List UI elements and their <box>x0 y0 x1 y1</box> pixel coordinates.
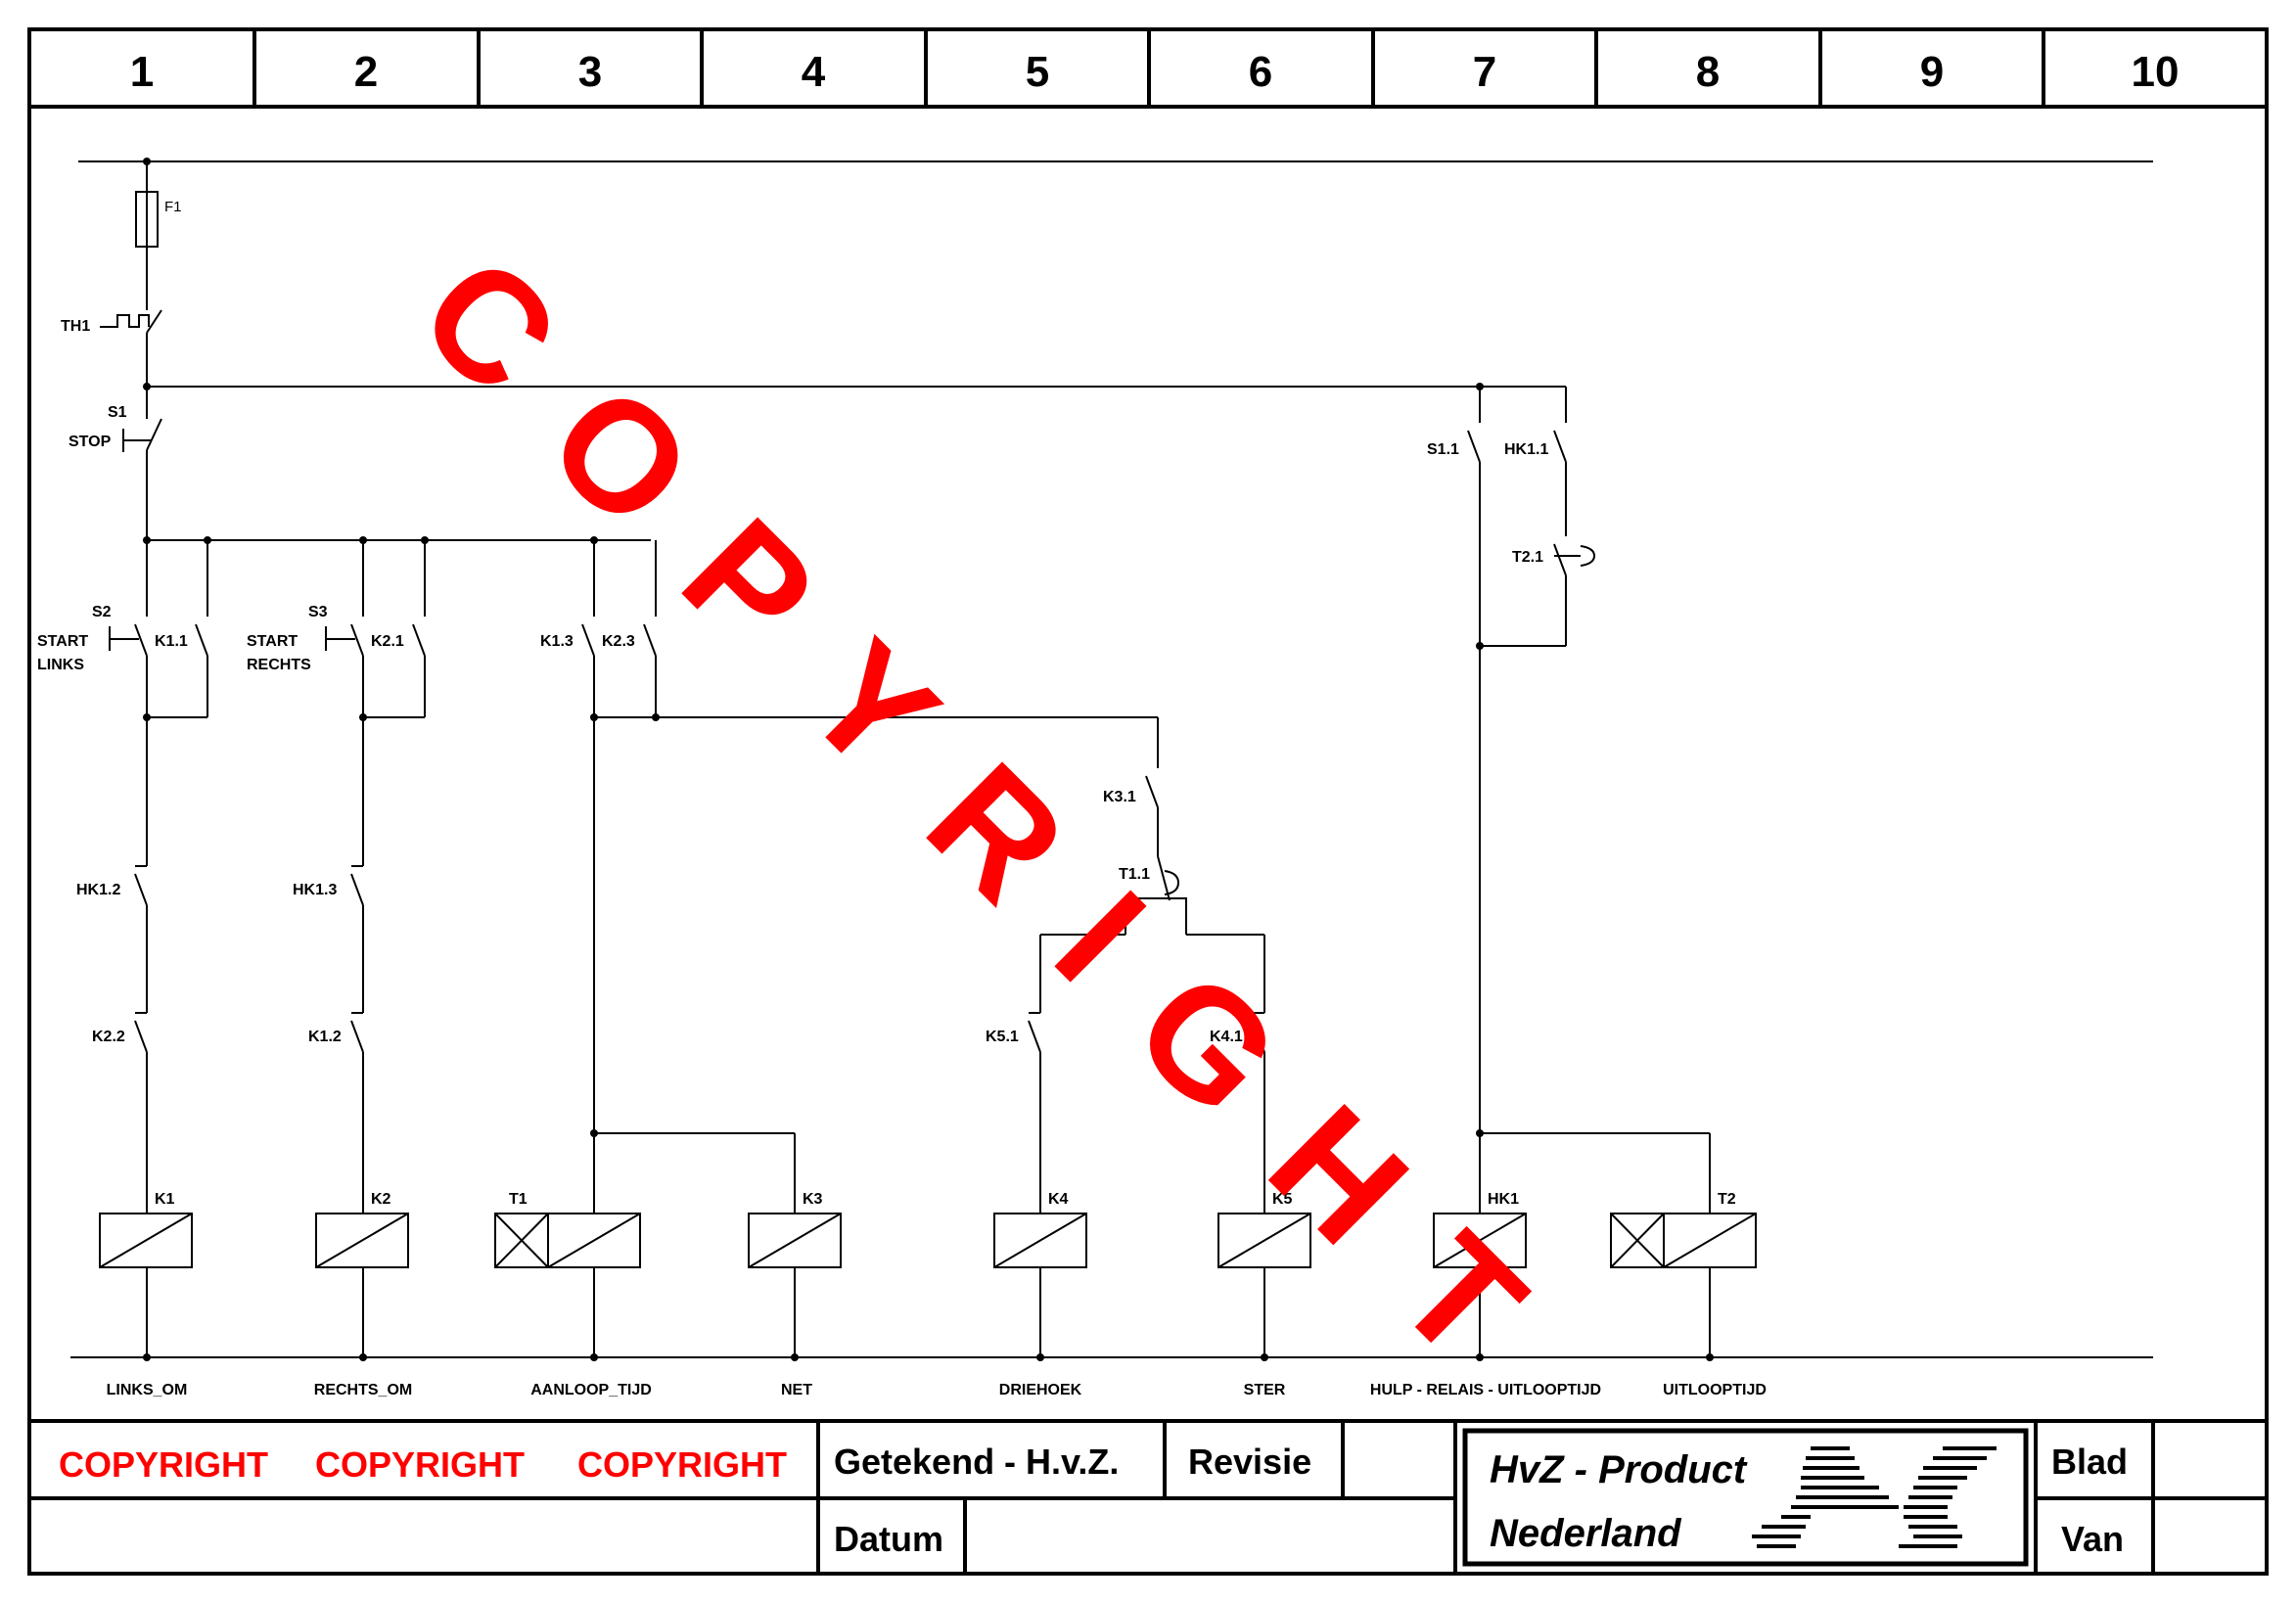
contact-k1-3 <box>581 623 595 657</box>
function-links-om: LINKS_OM <box>107 1382 188 1398</box>
label-start-rechts-1: START <box>247 633 298 650</box>
label-k1-3: K1.3 <box>540 633 574 650</box>
component-labels: F1 TH1 S1 STOP S2 START LINKS K1.1 S3 ST… <box>37 199 1548 1045</box>
contact-s1-1 <box>1467 430 1481 463</box>
coil-t2 <box>1610 1213 1757 1268</box>
label-hk1-1: HK1.1 <box>1504 441 1548 458</box>
timer-contact-t2-1 <box>1553 543 1567 576</box>
copyright-watermark: COPYRIGHT <box>388 222 1606 1441</box>
main-feed <box>100 161 162 540</box>
thermal-contact-th1 <box>146 309 162 334</box>
coil-labels: K1 K2 T1 K3 K4 K5 HK1 T2 <box>155 1191 1736 1208</box>
company-name-line2: Nederland <box>1490 1512 1682 1555</box>
column-number-10: 10 <box>2132 48 2180 96</box>
coil-t1 <box>494 1213 641 1268</box>
copyright-text-2: COPYRIGHT <box>315 1444 525 1485</box>
column-number-3: 3 <box>578 48 602 96</box>
date-label: Datum <box>834 1519 943 1559</box>
copyright-text-1: COPYRIGHT <box>59 1444 268 1485</box>
label-start-rechts-2: RECHTS <box>247 657 311 673</box>
label-k5-1: K5.1 <box>986 1029 1019 1045</box>
holding-contact-k2-1 <box>412 623 426 657</box>
contact-k2-3 <box>643 623 657 657</box>
coil-label-k1: K1 <box>155 1191 175 1208</box>
coil-label-k4: K4 <box>1048 1191 1069 1208</box>
label-s1-1: S1.1 <box>1427 441 1459 458</box>
label-t2-1: T2.1 <box>1512 549 1543 566</box>
label-k1-2: K1.2 <box>308 1029 342 1045</box>
column-number-8: 8 <box>1696 48 1720 96</box>
coil-label-k2: K2 <box>371 1191 391 1208</box>
function-hulp-relais: HULP - RELAIS - UITLOOPTIJD <box>1370 1382 1601 1398</box>
holding-contact-k1-1 <box>195 623 208 657</box>
label-k2-3: K2.3 <box>602 633 635 650</box>
junction-dots <box>143 158 1714 1361</box>
column-number-9: 9 <box>1920 48 1944 96</box>
label-hk1-3: HK1.3 <box>293 882 337 898</box>
company-name-line1: HvZ - Product <box>1490 1448 1748 1491</box>
column-number-7: 7 <box>1473 48 1496 96</box>
interlock-k1-2 <box>350 1020 364 1053</box>
label-k2-2: K2.2 <box>92 1029 125 1045</box>
label-s1: S1 <box>108 404 127 421</box>
function-ster: STER <box>1244 1382 1286 1398</box>
interlock-hk1-3 <box>350 873 364 906</box>
label-start-links-1: START <box>37 633 88 650</box>
revision-label: Revisie <box>1188 1442 1311 1482</box>
branch-star-delta <box>494 540 1158 1357</box>
of-label: Van <box>2061 1519 2124 1559</box>
function-labels: LINKS_OM RECHTS_OM AANLOOP_TIJD NET DRIE… <box>107 1382 1767 1398</box>
function-driehoek: DRIEHOEK <box>999 1382 1082 1398</box>
interlock-hk1-2 <box>134 873 148 906</box>
function-rechts-om: RECHTS_OM <box>314 1382 412 1398</box>
coil-label-t2: T2 <box>1718 1191 1736 1208</box>
column-number-4: 4 <box>802 48 826 96</box>
column-number-2: 2 <box>354 48 378 96</box>
column-number-6: 6 <box>1249 48 1272 96</box>
sheet-label: Blad <box>2051 1442 2128 1482</box>
coil-label-t1: T1 <box>509 1191 528 1208</box>
interlock-k2-2 <box>134 1020 148 1053</box>
label-k4-1: K4.1 <box>1210 1029 1243 1045</box>
label-t1-1: T1.1 <box>1119 866 1150 883</box>
function-uitlooptijd: UITLOOPTIJD <box>1663 1382 1767 1398</box>
branch-delta-star-coils <box>993 717 1311 1357</box>
coil-label-k5: K5 <box>1272 1191 1293 1208</box>
function-aanloop-tijd: AANLOOP_TIJD <box>530 1382 652 1398</box>
label-hk1-2: HK1.2 <box>76 882 120 898</box>
function-net: NET <box>781 1382 812 1398</box>
branch-aux-relay <box>1433 387 1757 1357</box>
start-rechts-contact-s3 <box>350 623 364 657</box>
column-number-5: 5 <box>1026 48 1049 96</box>
label-th1: TH1 <box>61 318 90 335</box>
label-s3: S3 <box>308 604 328 620</box>
contact-k3-1 <box>1145 775 1159 808</box>
interlock-k4-1 <box>1252 1020 1265 1053</box>
column-number-1: 1 <box>130 48 154 96</box>
stop-contact-s1 <box>146 418 162 451</box>
branch-rechts <box>315 540 426 1357</box>
label-k3-1: K3.1 <box>1103 789 1136 805</box>
coil-label-k3: K3 <box>803 1191 823 1208</box>
column-header: 1 2 3 4 5 6 7 8 9 10 <box>130 29 2180 107</box>
contact-hk1-1 <box>1553 430 1567 463</box>
drawn-by: Getekend - H.v.Z. <box>834 1442 1119 1482</box>
coil-label-hk1: HK1 <box>1488 1191 1519 1208</box>
label-start-links-2: LINKS <box>37 657 84 673</box>
branch-links <box>99 540 208 1357</box>
label-f1: F1 <box>164 199 182 215</box>
start-links-contact-s2 <box>134 623 148 657</box>
label-k1-1: K1.1 <box>155 633 188 650</box>
hvz-logo <box>1752 1446 1997 1548</box>
sheet-border <box>27 27 2269 1576</box>
label-s2: S2 <box>92 604 112 620</box>
copyright-text-3: COPYRIGHT <box>577 1444 787 1485</box>
interlock-k5-1 <box>1028 1020 1041 1053</box>
label-stop: STOP <box>69 434 112 450</box>
label-k2-1: K2.1 <box>371 633 404 650</box>
title-block: COPYRIGHT COPYRIGHT COPYRIGHT Getekend -… <box>29 1419 2267 1574</box>
